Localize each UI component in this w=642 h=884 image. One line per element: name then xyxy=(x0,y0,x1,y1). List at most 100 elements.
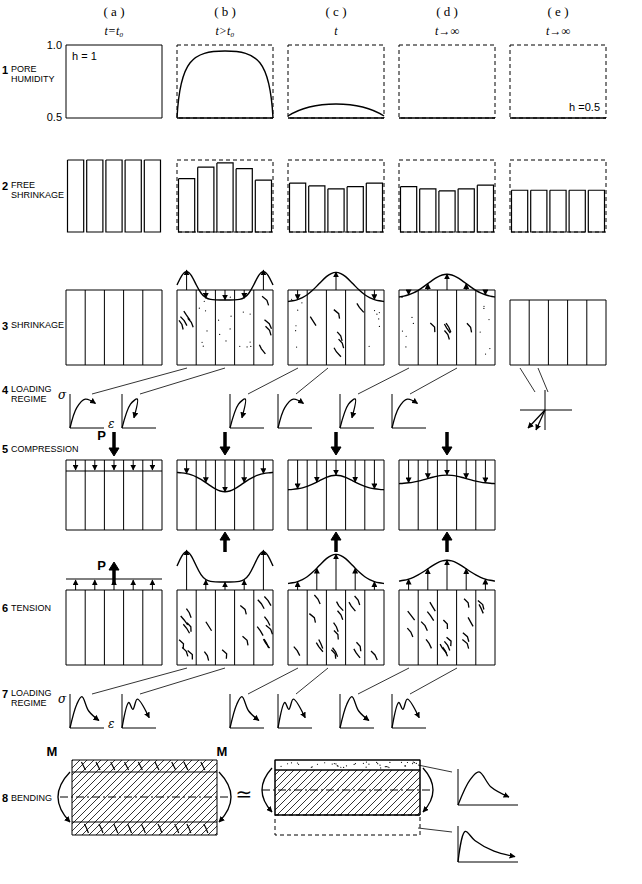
stress-arrow xyxy=(374,460,375,489)
crack xyxy=(222,650,226,659)
stipple xyxy=(483,308,484,309)
free-shrinkage-bar xyxy=(458,189,474,232)
crack xyxy=(440,644,446,653)
load-arrow-shaft xyxy=(223,432,227,448)
crack xyxy=(204,652,208,661)
strip-boundary xyxy=(456,460,457,530)
stipple xyxy=(291,299,292,300)
crack xyxy=(407,628,413,637)
crack xyxy=(266,326,272,335)
crack xyxy=(294,647,300,656)
stipple xyxy=(379,765,380,766)
stipple xyxy=(312,766,313,767)
time-label: t→∞ xyxy=(435,24,459,39)
crack xyxy=(206,622,212,631)
stress-arrow xyxy=(427,284,428,290)
crack xyxy=(331,650,335,659)
crack xyxy=(355,596,360,605)
stress-strain-axes xyxy=(122,694,156,728)
stipple xyxy=(230,328,231,329)
leader-line xyxy=(410,368,457,394)
load-arrow-head xyxy=(109,562,119,570)
moment-arrow xyxy=(219,772,231,822)
load-symbol: P xyxy=(97,428,106,443)
column-label: ( e ) xyxy=(548,4,569,20)
stress-strain-axes xyxy=(70,694,104,728)
stress-strain-axes xyxy=(392,394,426,428)
stipple xyxy=(295,325,296,326)
load-symbol: P xyxy=(97,558,106,573)
free-shrinkage-bar xyxy=(569,190,585,232)
free-shrinkage-bar xyxy=(198,167,214,232)
stipple xyxy=(378,318,379,319)
axis-symbol: ε xyxy=(108,717,114,731)
strip-boundary xyxy=(345,290,346,365)
humidity-value: h = 1 xyxy=(72,50,97,62)
strip-boundary xyxy=(215,460,216,530)
axis-value: 1.0 xyxy=(47,39,62,51)
time-label: t>t₀ xyxy=(216,24,235,39)
stipple xyxy=(363,763,364,764)
stipple xyxy=(291,762,292,763)
row-number: 3 xyxy=(2,320,8,332)
leader-line xyxy=(410,668,457,694)
stress-curve xyxy=(399,475,495,484)
crack xyxy=(264,639,269,648)
free-shrinkage-bar xyxy=(477,185,493,232)
stress-strain-axes xyxy=(458,769,518,805)
crack xyxy=(427,612,433,621)
stress-strain-axes xyxy=(520,410,572,411)
row-number: 4 xyxy=(2,384,8,396)
stipple xyxy=(377,763,378,764)
stipple xyxy=(406,336,407,337)
stipple xyxy=(374,310,375,311)
load-arrow-head xyxy=(220,447,230,455)
crack xyxy=(259,345,265,354)
stipple xyxy=(298,764,299,765)
stress-arrow xyxy=(466,460,467,479)
stipple xyxy=(404,765,405,766)
crack xyxy=(125,762,129,770)
strip-boundary xyxy=(475,290,476,365)
row-title: FREE SHRINKAGE xyxy=(11,180,63,200)
stress-arrow xyxy=(244,460,245,483)
stipple xyxy=(219,334,220,335)
stress-curve xyxy=(288,272,384,301)
crack xyxy=(264,597,271,606)
crack xyxy=(337,332,342,341)
load-arrow-head xyxy=(442,447,452,455)
leader-line xyxy=(358,368,409,394)
crack xyxy=(430,602,435,611)
stipple xyxy=(301,302,302,303)
free-shrinkage-bar xyxy=(328,189,344,232)
strip-boundary xyxy=(437,590,438,665)
stress-strain-axes xyxy=(278,694,312,728)
crack xyxy=(467,323,472,332)
stress-strain-curve xyxy=(458,831,515,862)
strip-boundary xyxy=(253,290,254,365)
specimen xyxy=(288,590,384,665)
crack xyxy=(265,320,272,329)
stress-strain-axes xyxy=(340,694,374,728)
stipple xyxy=(485,353,486,354)
stipple xyxy=(416,763,417,764)
free-shrinkage-bar xyxy=(531,190,547,232)
stress-arrow xyxy=(75,460,76,470)
time-label: t=t₀ xyxy=(105,24,124,39)
specimen xyxy=(66,290,162,365)
stress-arrow xyxy=(225,290,226,300)
stipple xyxy=(199,308,200,309)
stipple xyxy=(480,331,481,332)
stress-strain-curve xyxy=(70,399,96,428)
stipple xyxy=(206,330,207,331)
stipple xyxy=(218,320,219,321)
stress-strain-curve xyxy=(230,697,259,728)
stipple xyxy=(243,311,244,312)
free-shrinkage-bar xyxy=(217,163,233,232)
axis-value: 0.5 xyxy=(47,111,62,123)
stress-strain-curve xyxy=(392,699,419,728)
stipple xyxy=(250,313,251,314)
stress-arrow xyxy=(297,582,298,590)
row-title: PORE HUMIDITY xyxy=(11,64,61,84)
stipple xyxy=(389,762,390,763)
